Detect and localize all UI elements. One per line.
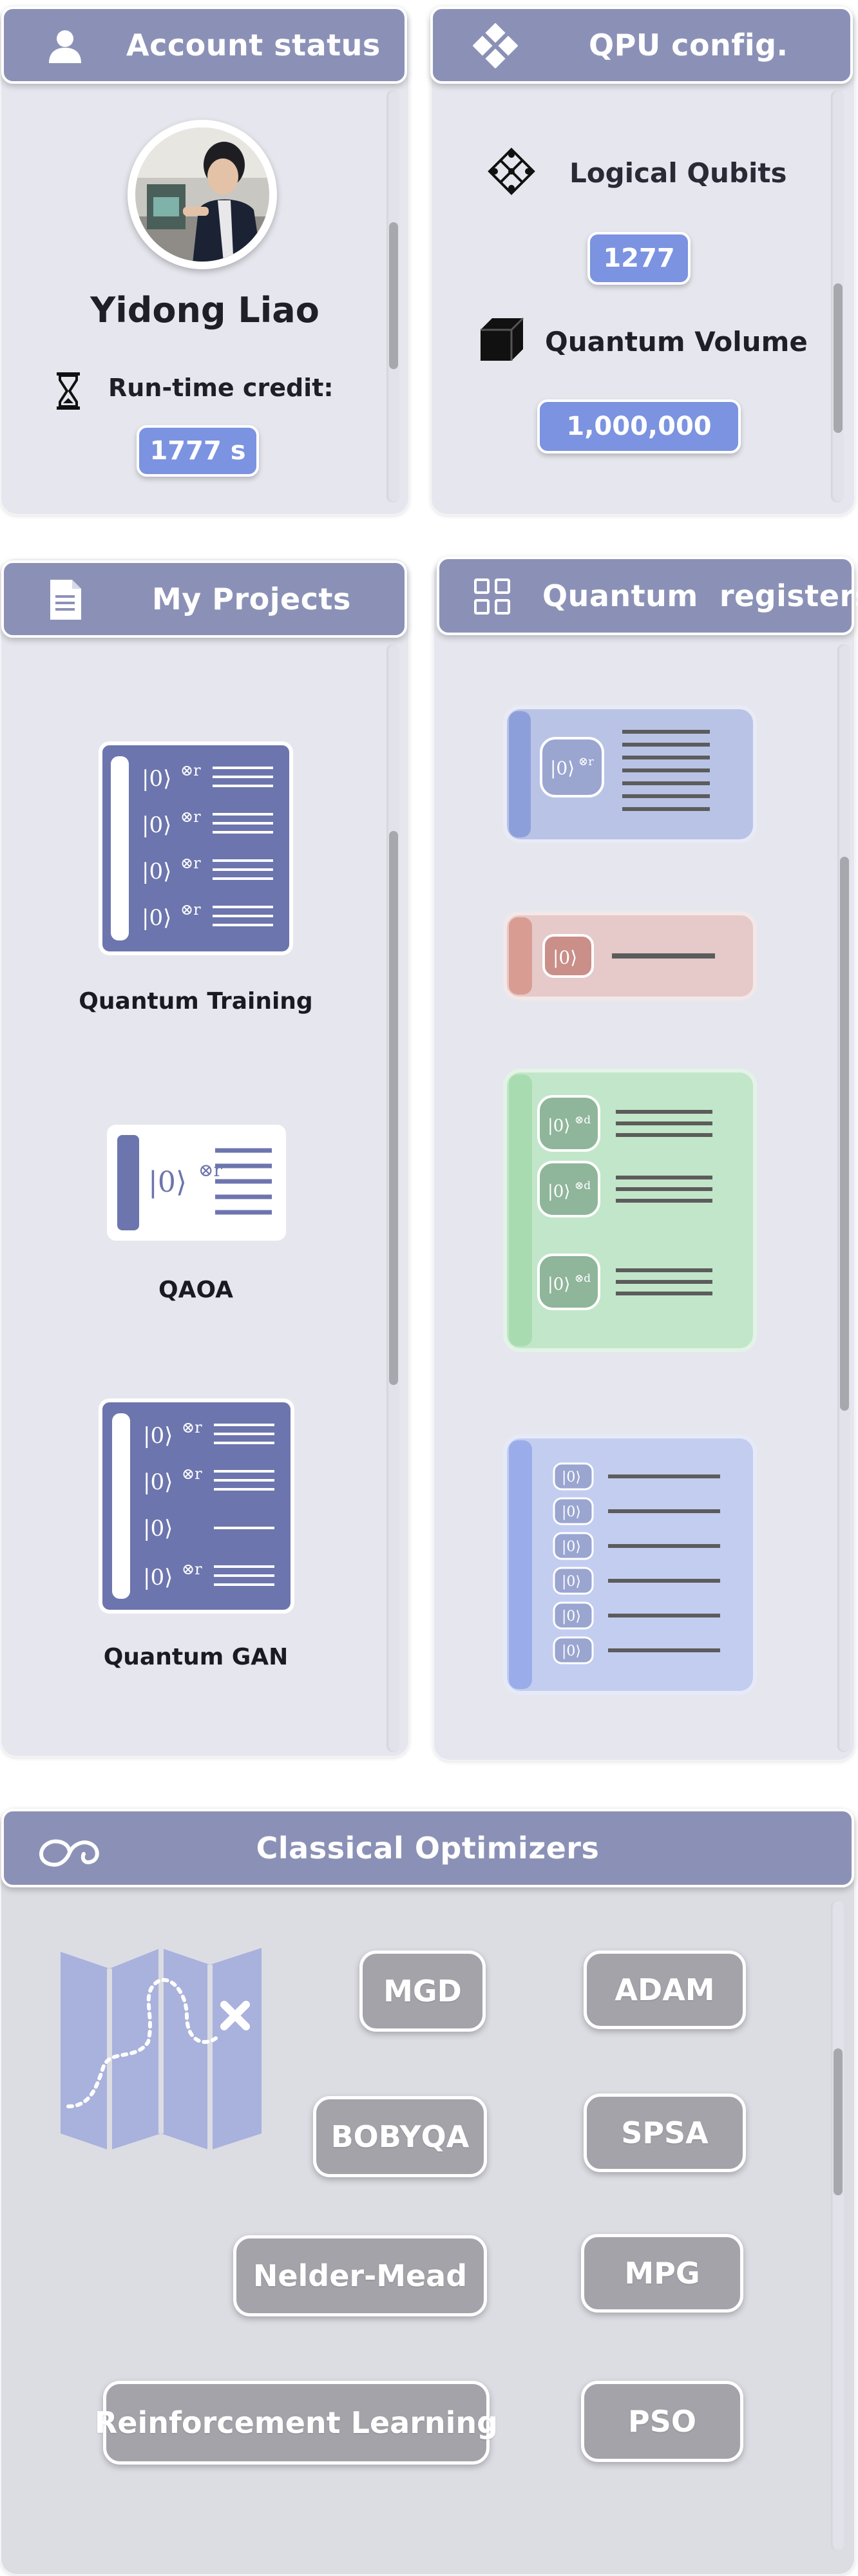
qpu-scrollbar[interactable] (831, 90, 844, 502)
diamond-grid-icon (473, 23, 518, 68)
svg-text:⊗r: ⊗r (180, 854, 201, 872)
optimizer-button-pso[interactable]: PSO (581, 2381, 743, 2462)
svg-text:|0⟩: |0⟩ (142, 812, 171, 838)
svg-text:|0⟩: |0⟩ (143, 1516, 173, 1541)
account-scrollbar[interactable] (386, 90, 399, 502)
svg-text:|0⟩: |0⟩ (142, 766, 171, 792)
credit-value-badge: 1777 s (137, 425, 259, 477)
optimizer-button-bobyqa[interactable]: BOBYQA (313, 2096, 487, 2177)
project-card-qaoa[interactable]: |0⟩ ⊗r (103, 1121, 290, 1245)
svg-text:|0⟩: |0⟩ (143, 1565, 173, 1590)
svg-text:⊗d: ⊗d (575, 1272, 591, 1285)
project-card-quantum-gan[interactable]: |0⟩ ⊗r |0⟩ ⊗r |0⟩ |0⟩ ⊗r (98, 1398, 295, 1614)
register-card-lightblue[interactable]: |0⟩ |0⟩ |0⟩ |0⟩ |0⟩ |0⟩ (502, 1434, 758, 1695)
svg-text:|0⟩: |0⟩ (562, 1469, 581, 1485)
project-label-quantum-training[interactable]: Quantum Training (79, 988, 313, 1015)
svg-text:|0⟩: |0⟩ (562, 1643, 581, 1659)
svg-text:|0⟩: |0⟩ (553, 947, 577, 968)
user-icon (45, 26, 85, 66)
svg-text:|0⟩: |0⟩ (550, 758, 575, 779)
optimizer-button-nelder-mead[interactable]: Nelder-Mead (233, 2235, 487, 2316)
optimizers-scrollbar-thumb[interactable] (834, 2048, 843, 2195)
user-name: Yidong Liao (90, 290, 319, 330)
qubit-lattice-icon (487, 147, 536, 196)
optimizer-button-mpg[interactable]: MPG (581, 2234, 743, 2313)
svg-text:⊗r: ⊗r (182, 1418, 202, 1436)
projects-scrollbar-thumb[interactable] (389, 831, 398, 1385)
svg-text:⊗r: ⊗r (182, 1560, 202, 1578)
project-card-quantum-training[interactable]: |0⟩ ⊗r |0⟩ ⊗r |0⟩ ⊗r |0⟩ ⊗r (98, 741, 294, 956)
svg-text:|0⟩: |0⟩ (562, 1539, 581, 1555)
avatar (128, 120, 277, 269)
svg-text:⊗r: ⊗r (578, 755, 594, 768)
map-icon (58, 1945, 264, 2153)
account-status-title: Account status (126, 28, 381, 62)
classical-optimizers-header: Classical Optimizers (1, 1809, 854, 1887)
svg-text:|0⟩: |0⟩ (142, 905, 171, 931)
svg-text:|0⟩: |0⟩ (562, 1574, 581, 1590)
svg-text:⊗r: ⊗r (182, 1465, 202, 1483)
grid-icon (473, 577, 511, 616)
account-scrollbar-thumb[interactable] (389, 222, 398, 369)
svg-text:⊗d: ⊗d (575, 1114, 591, 1127)
svg-text:⊗r: ⊗r (180, 761, 201, 779)
svg-text:|0⟩: |0⟩ (143, 1469, 173, 1495)
document-icon (48, 577, 84, 622)
logical-qubits-value: 1277 (587, 232, 691, 285)
svg-text:⊗r: ⊗r (198, 1159, 222, 1181)
svg-text:⊗r: ⊗r (180, 901, 201, 919)
svg-text:⊗d: ⊗d (575, 1179, 591, 1192)
svg-text:|0⟩: |0⟩ (548, 1275, 570, 1294)
optimizers-scrollbar[interactable] (831, 1900, 844, 2551)
projects-scrollbar[interactable] (386, 644, 399, 1752)
register-card-blue[interactable]: |0⟩⊗r (502, 705, 758, 844)
qpu-scrollbar-thumb[interactable] (834, 283, 843, 433)
credit-label: Run-time credit: (108, 374, 334, 402)
quantum-volume-value: 1,000,000 (537, 399, 741, 453)
classical-optimizers-title: Classical Optimizers (256, 1831, 600, 1865)
qpu-config-header: QPU config. (430, 6, 853, 84)
register-card-red[interactable]: |0⟩ (502, 911, 758, 1001)
optimizer-button-reinforcement-learning[interactable]: Reinforcement Learning (95, 2381, 498, 2465)
project-label-qaoa[interactable]: QAOA (158, 1277, 233, 1303)
svg-text:⊗r: ⊗r (180, 808, 201, 826)
svg-text:|0⟩: |0⟩ (548, 1116, 570, 1136)
swirl-icon (32, 1831, 107, 1869)
optimizer-button-mgd[interactable]: MGD (359, 1951, 486, 2032)
svg-text:|0⟩: |0⟩ (562, 1504, 581, 1520)
quantum-volume-label: Quantum Volume (545, 326, 808, 358)
svg-text:|0⟩: |0⟩ (548, 1182, 570, 1201)
quantum-registers-header: Quantum registers (437, 557, 858, 635)
quantum-registers-title: Quantum registers (542, 578, 858, 613)
cube-icon (478, 316, 526, 363)
optimizer-button-spsa[interactable]: SPSA (584, 2094, 746, 2172)
optimizer-button-adam[interactable]: ADAM (584, 1951, 746, 2029)
register-card-green[interactable]: |0⟩ ⊗d |0⟩ ⊗d |0⟩ ⊗d (502, 1068, 758, 1353)
svg-text:|0⟩: |0⟩ (143, 1423, 173, 1449)
project-label-quantum-gan[interactable]: Quantum GAN (103, 1644, 289, 1670)
svg-text:|0⟩: |0⟩ (562, 1608, 581, 1625)
qpu-config-title: QPU config. (589, 28, 788, 62)
registers-scrollbar[interactable] (837, 644, 850, 1752)
hourglass-icon (55, 371, 81, 411)
svg-text:|0⟩: |0⟩ (142, 859, 171, 884)
account-status-header: Account status (1, 6, 407, 84)
logical-qubits-label: Logical Qubits (569, 157, 787, 189)
my-projects-title: My Projects (152, 582, 351, 616)
my-projects-header: My Projects (1, 560, 407, 638)
registers-scrollbar-thumb[interactable] (840, 857, 849, 1411)
svg-text:|0⟩: |0⟩ (148, 1166, 187, 1199)
